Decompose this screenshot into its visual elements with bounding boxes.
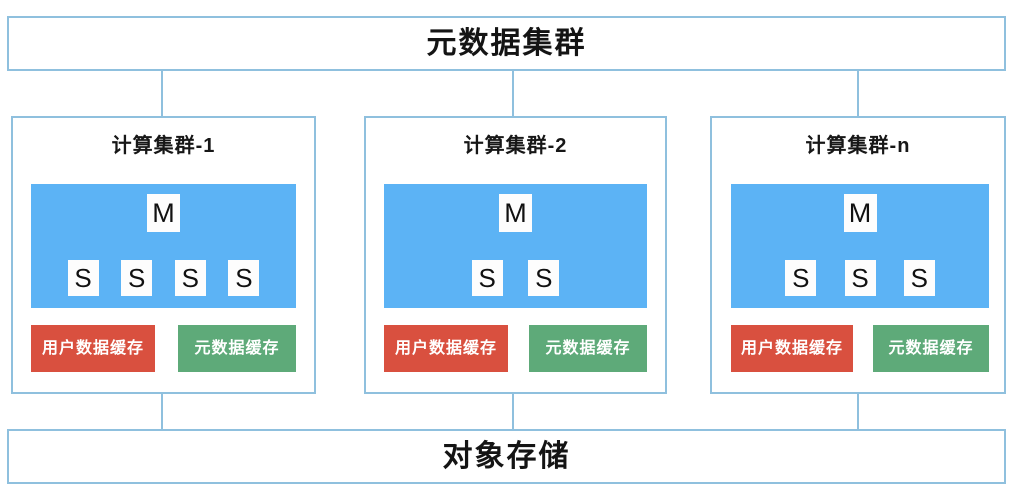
master-node[interactable]: M — [147, 194, 180, 232]
user-data-cache-box[interactable]: 用户数据缓存 — [31, 325, 155, 372]
slave-node[interactable]: S — [785, 260, 817, 296]
connector-cluster-3-bottom — [857, 393, 859, 430]
compute-cluster-1-cache-row: 用户数据缓存 元数据缓存 — [31, 325, 296, 372]
master-node-row: M — [31, 194, 296, 232]
slave-node[interactable]: S — [528, 260, 560, 296]
slave-node-row: S S S S — [31, 260, 296, 296]
slave-node[interactable]: S — [844, 260, 876, 296]
slave-node[interactable]: S — [228, 260, 260, 296]
metadata-cache-box[interactable]: 元数据缓存 — [529, 325, 647, 372]
compute-cluster-2-title: 计算集群-2 — [463, 135, 568, 157]
slave-node[interactable]: S — [121, 260, 153, 296]
connector-top-cluster-2 — [512, 70, 514, 117]
connector-cluster-2-bottom — [512, 393, 514, 430]
slave-node-row: S S S — [731, 260, 989, 296]
master-node[interactable]: M — [499, 194, 532, 232]
compute-cluster-1-title: 计算集群-1 — [111, 135, 216, 157]
compute-cluster-n-title: 计算集群-n — [805, 135, 911, 157]
slave-node[interactable]: S — [471, 260, 503, 296]
compute-cluster-n-cache-row: 用户数据缓存 元数据缓存 — [731, 325, 989, 372]
slave-node[interactable]: S — [174, 260, 206, 296]
compute-cluster-2-node-panel: M S S — [384, 184, 647, 308]
user-data-cache-box[interactable]: 用户数据缓存 — [384, 325, 508, 372]
slave-node[interactable]: S — [67, 260, 99, 296]
compute-cluster-1[interactable]: 计算集群-1 M S S S S 用户数据缓存 元数据缓存 — [11, 116, 316, 394]
object-storage-box: 对象存储 — [7, 429, 1006, 484]
metadata-cluster-label: 元数据集群 — [426, 26, 587, 60]
master-node-row: M — [731, 194, 989, 232]
master-node-row: M — [384, 194, 647, 232]
object-storage-label: 对象存储 — [442, 439, 571, 473]
metadata-cache-box[interactable]: 元数据缓存 — [178, 325, 296, 372]
metadata-cache-box[interactable]: 元数据缓存 — [873, 325, 989, 372]
metadata-cluster-box: 元数据集群 — [7, 16, 1006, 71]
compute-cluster-n-node-panel: M S S S — [731, 184, 989, 308]
slave-node-row: S S — [384, 260, 647, 296]
master-node[interactable]: M — [843, 194, 877, 232]
slave-node[interactable]: S — [903, 260, 935, 296]
connector-cluster-1-bottom — [161, 393, 163, 430]
connector-top-cluster-3 — [857, 70, 859, 117]
compute-cluster-1-node-panel: M S S S S — [31, 184, 296, 308]
compute-cluster-n[interactable]: 计算集群-n M S S S 用户数据缓存 元数据缓存 — [710, 116, 1006, 394]
connector-top-cluster-1 — [161, 70, 163, 117]
user-data-cache-box[interactable]: 用户数据缓存 — [731, 325, 853, 372]
compute-cluster-2-cache-row: 用户数据缓存 元数据缓存 — [384, 325, 647, 372]
compute-cluster-2[interactable]: 计算集群-2 M S S 用户数据缓存 元数据缓存 — [364, 116, 667, 394]
